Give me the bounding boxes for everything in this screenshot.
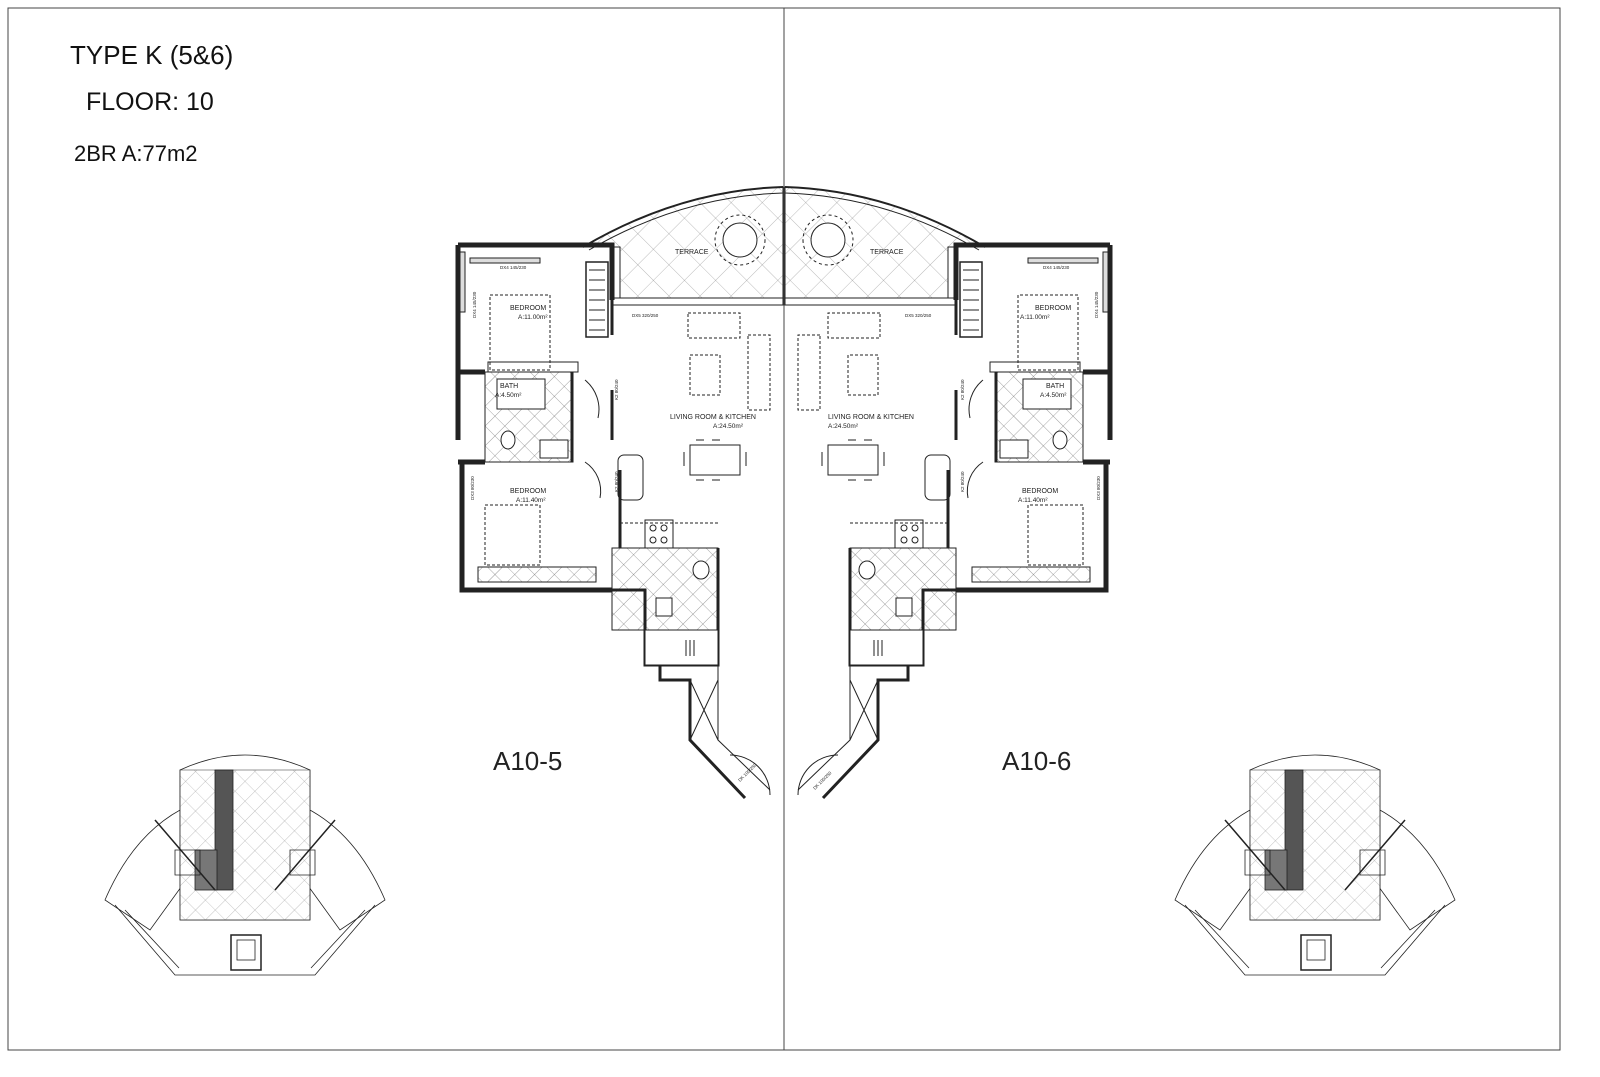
bedroom-label: BEDROOM <box>1035 305 1071 312</box>
unit-code: A10-6 <box>1002 746 1071 776</box>
living-label: LIVING ROOM & KITCHEN <box>670 414 756 421</box>
sofa <box>827 312 881 339</box>
bed <box>1017 294 1079 371</box>
dim-door: K2 80/240 <box>614 471 619 492</box>
living-area: A:24.50m² <box>828 423 859 430</box>
unit-a10-5-labels: TERRACE BEDROOM A:11.00m² BATH A:4.50m² … <box>470 249 758 783</box>
coffee-table <box>689 354 721 396</box>
dim-window: DX4 145/230 <box>1043 265 1070 270</box>
dim-window: DX3 80/230 <box>1096 476 1101 500</box>
plan-type-title: TYPE K (5&6) <box>70 40 234 70</box>
dim-door: K2 80/240 <box>960 471 965 492</box>
living-label: LIVING ROOM & KITCHEN <box>828 414 914 421</box>
bath-area: A:4.50m² <box>1040 392 1067 399</box>
terrace-table <box>810 222 846 258</box>
coffee-table <box>847 354 879 396</box>
dining-table <box>827 444 879 476</box>
dim-terrace-door: DX5 320/250 <box>905 313 932 318</box>
living-area: A:24.50m² <box>713 423 744 430</box>
key-plan-a10-6 <box>1174 754 1456 976</box>
bedroom-label: BEDROOM <box>510 488 546 495</box>
key-plan-a10-5 <box>104 754 386 976</box>
bath-area: A:4.50m² <box>495 392 522 399</box>
unit-a10-6-plan <box>784 186 1113 800</box>
bedroom-area: A:11.40m² <box>1018 497 1048 504</box>
unit-a10-5-plan <box>455 186 784 800</box>
unit-code: A10-5 <box>493 746 562 776</box>
bedroom-label: BEDROOM <box>1022 488 1058 495</box>
floor-number: FLOOR: 10 <box>86 88 214 116</box>
bath-label: BATH <box>1046 383 1064 390</box>
terrace-label: TERRACE <box>870 249 904 256</box>
bedroom-label: BEDROOM <box>510 305 546 312</box>
dim-entry-door: DK 100/250 <box>737 762 758 783</box>
bed <box>489 294 551 371</box>
dining-table <box>689 444 741 476</box>
bedroom-area: A:11.00m² <box>1020 314 1050 321</box>
sofa <box>687 312 741 339</box>
key-plan-drawing <box>1174 754 1456 976</box>
dim-door: K2 80/240 <box>614 379 619 400</box>
dim-window: DX4 145/230 <box>1094 291 1099 318</box>
dim-terrace-door: DX5 320/250 <box>632 313 659 318</box>
dim-window: DX4 145/230 <box>500 265 527 270</box>
dim-window: DX4 145/230 <box>472 291 477 318</box>
terrace-label: TERRACE <box>675 249 709 256</box>
bedroom-area: A:11.40m² <box>516 497 546 504</box>
terrace-table <box>722 222 758 258</box>
bath-label: BATH <box>500 383 518 390</box>
unit-area: 2BR A:77m2 <box>74 141 198 166</box>
dim-door: K2 80/240 <box>960 379 965 400</box>
bedroom-area: A:11.00m² <box>518 314 548 321</box>
dim-window: DX3 80/230 <box>470 476 475 500</box>
